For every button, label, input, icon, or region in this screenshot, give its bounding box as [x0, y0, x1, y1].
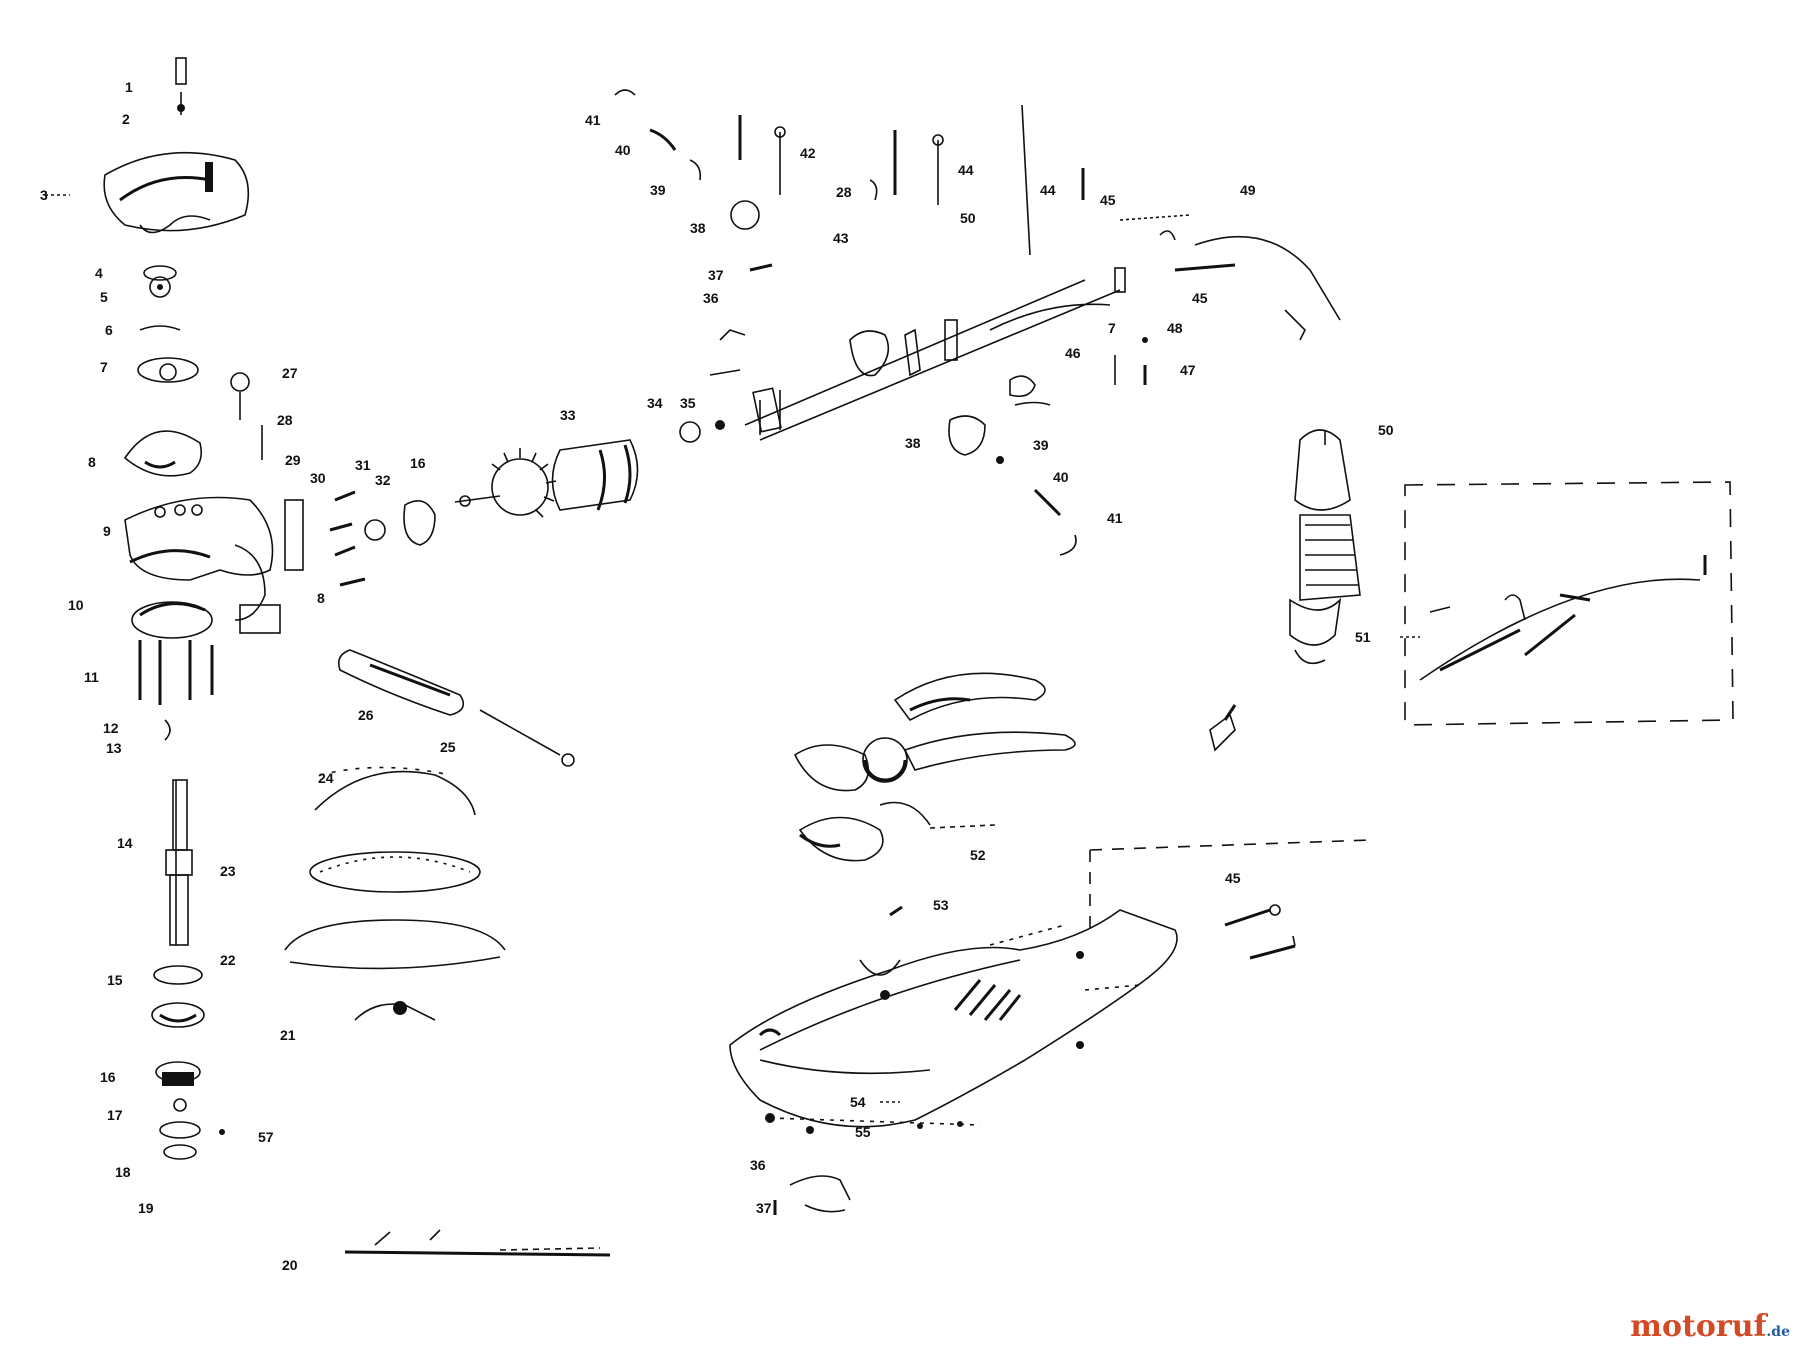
- part-label: 40: [1053, 469, 1069, 485]
- part-label: 27: [282, 365, 298, 381]
- part-label: 35: [680, 395, 696, 411]
- part-label: 38: [690, 220, 706, 236]
- part-label: 14: [117, 835, 133, 851]
- part-label: 39: [1033, 437, 1049, 453]
- part-label: 7: [100, 359, 108, 375]
- part-label: 29: [285, 452, 301, 468]
- watermark-tld: .de: [1766, 1324, 1790, 1340]
- part-label: 55: [855, 1124, 871, 1140]
- drive-tube: [709, 263, 1126, 441]
- gear-assembly: [230, 372, 725, 587]
- part-label: 44: [958, 162, 974, 178]
- part-label: 45: [1192, 290, 1208, 306]
- part-label: 26: [358, 707, 374, 723]
- part-label: 36: [703, 290, 719, 306]
- part-label: 40: [615, 142, 631, 158]
- part-label: 5: [100, 289, 108, 305]
- part-label: 13: [106, 740, 122, 756]
- part-label: 23: [220, 863, 236, 879]
- inset-detail-box: [1404, 481, 1734, 726]
- part-label: 24: [318, 770, 334, 786]
- part-label: 51: [1355, 629, 1371, 645]
- part-label: 9: [103, 523, 111, 539]
- part-label: 31: [355, 457, 371, 473]
- grip-handle: [793, 672, 1237, 862]
- part-label: 8: [317, 590, 325, 606]
- spring-unit: [1289, 429, 1361, 665]
- part-label: 42: [800, 145, 816, 161]
- part-label: 17: [107, 1107, 123, 1123]
- part-label: 39: [650, 182, 666, 198]
- part-label: 37: [756, 1200, 772, 1216]
- part-label: 30: [310, 470, 326, 486]
- part-label: 28: [836, 184, 852, 200]
- part-label: 2: [122, 111, 130, 127]
- part-label: 7: [1108, 320, 1116, 336]
- part-label: 57: [258, 1129, 274, 1145]
- part-label: 46: [1065, 345, 1081, 361]
- part-label: 11: [84, 669, 99, 685]
- part-label: 45: [1100, 192, 1116, 208]
- part-label: 3: [40, 187, 48, 203]
- part-label: 4: [95, 265, 103, 281]
- part-label: 54: [850, 1094, 866, 1110]
- part-label: 49: [1240, 182, 1256, 198]
- part-label: 10: [68, 597, 84, 613]
- part-label: 53: [933, 897, 949, 913]
- part-label: 41: [1107, 510, 1123, 526]
- part-label: 16: [410, 455, 426, 471]
- part-label: 22: [220, 952, 236, 968]
- part-label: 18: [115, 1164, 131, 1180]
- part-label: 45: [1225, 870, 1241, 886]
- part-label: 41: [585, 112, 601, 128]
- motoruf-watermark-logo: motoruf.de: [1630, 1309, 1790, 1344]
- part-label: 48: [1167, 320, 1183, 336]
- part-number-labels: 1 2 3 4 5 6 7 8 9 10 11 12 13 14 15 16 1…: [40, 79, 1394, 1273]
- part-label: 50: [960, 210, 976, 226]
- part-label: 32: [375, 472, 391, 488]
- part-label: 1: [125, 79, 133, 95]
- leader-lines: [45, 194, 1420, 1103]
- part-label: 34: [647, 395, 663, 411]
- left-stack-parts: [103, 57, 281, 1160]
- part-label: 16: [100, 1069, 116, 1085]
- part-label: 6: [105, 322, 113, 338]
- part-label: 19: [138, 1200, 154, 1216]
- watermark-brand: motoruf: [1630, 1309, 1767, 1344]
- part-label: 36: [750, 1157, 766, 1173]
- blade-plates: [284, 649, 611, 1257]
- part-label: 28: [277, 412, 293, 428]
- part-label: 33: [560, 407, 576, 423]
- part-label: 52: [970, 847, 986, 863]
- part-label: 20: [282, 1257, 298, 1273]
- part-label: 8: [88, 454, 96, 470]
- part-label: 43: [833, 230, 849, 246]
- part-label: 50: [1378, 422, 1394, 438]
- part-label: 15: [107, 972, 123, 988]
- lower-hood-assembly: [729, 839, 1371, 1215]
- part-label: 47: [1180, 362, 1196, 378]
- top-small-parts: [614, 89, 1341, 556]
- part-label: 25: [440, 739, 456, 755]
- part-label: 44: [1040, 182, 1056, 198]
- part-label: 38: [905, 435, 921, 451]
- part-label: 37: [708, 267, 724, 283]
- part-label: 21: [280, 1027, 296, 1043]
- part-label: 12: [103, 720, 119, 736]
